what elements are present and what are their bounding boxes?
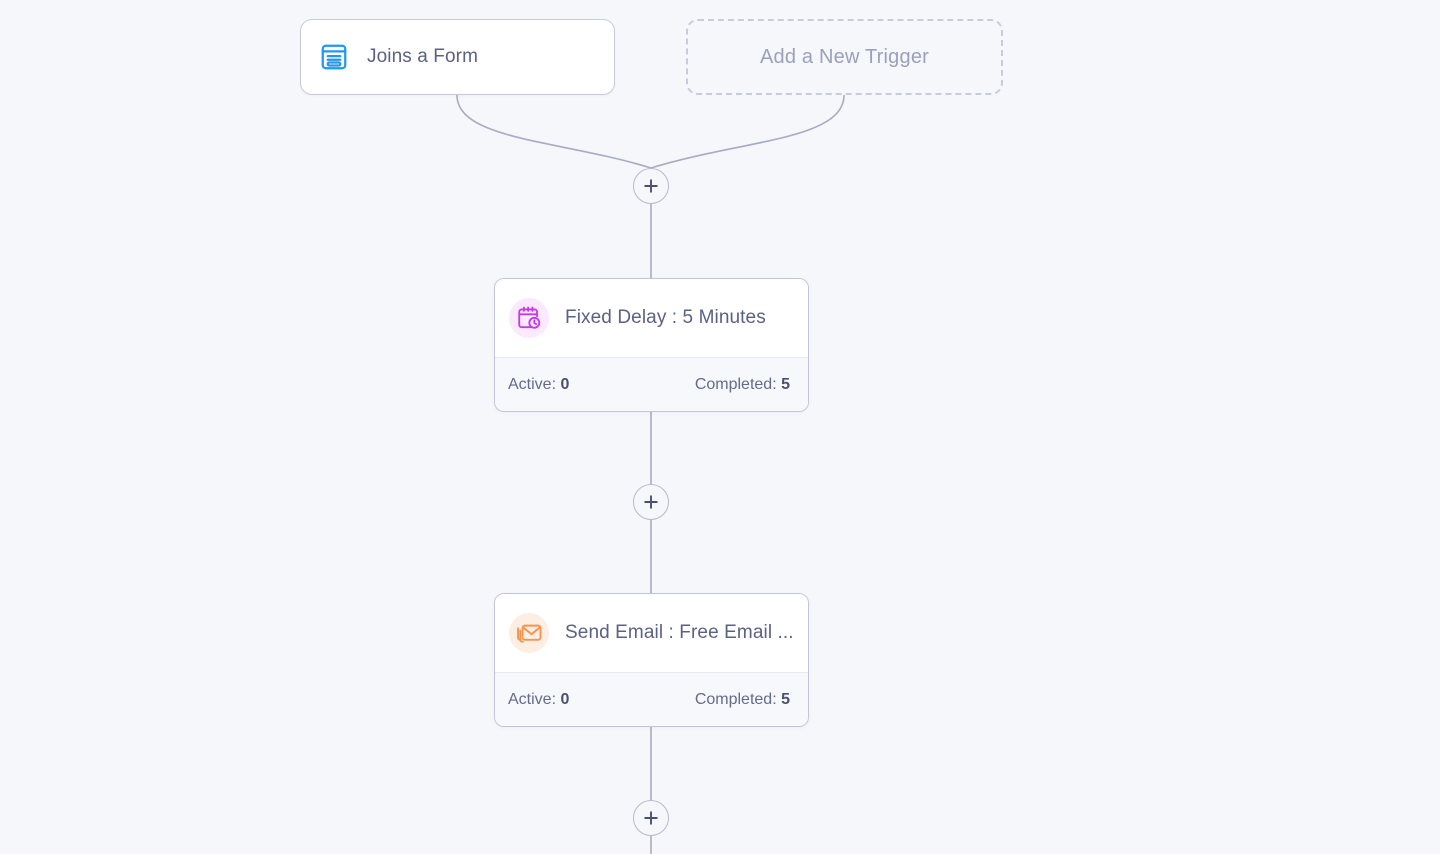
active-value: 0 [560, 691, 570, 708]
active-stat: Active: 0 [508, 691, 569, 709]
plus-icon [644, 179, 658, 193]
completed-stat: Completed: 5 [695, 691, 790, 709]
step-title: Fixed Delay : 5 Minutes [565, 307, 766, 328]
completed-label: Completed: [694, 376, 777, 393]
plus-icon [644, 495, 658, 509]
step-node-send-email[interactable]: Send Email : Free Email ... Active: 0 Co… [494, 593, 809, 727]
step-title: Send Email : Free Email ... [565, 622, 794, 643]
calendar-clock-icon [509, 298, 549, 338]
active-value: 0 [560, 376, 570, 393]
active-stat: Active: 0 [508, 376, 569, 394]
add-new-trigger-label: Add a New Trigger [759, 45, 930, 68]
step-stats: Active: 0 Completed: 5 [495, 357, 808, 411]
connector-form-to-plus1 [456, 94, 652, 169]
envelope-stack-icon [509, 613, 549, 653]
add-step-button-1[interactable] [633, 168, 669, 204]
step-node-fixed-delay[interactable]: Fixed Delay : 5 Minutes Active: 0 Comple… [494, 278, 809, 412]
active-label: Active: [508, 376, 557, 393]
plus-icon [644, 811, 658, 825]
active-label: Active: [508, 691, 557, 708]
step-header: Send Email : Free Email ... [495, 594, 808, 672]
step-header: Fixed Delay : 5 Minutes [495, 279, 808, 357]
trigger-label: Joins a Form [367, 46, 479, 67]
add-step-button-3[interactable] [633, 800, 669, 836]
completed-value: 5 [781, 691, 790, 708]
add-step-button-2[interactable] [633, 484, 669, 520]
form-icon [317, 40, 351, 74]
connector-addtrigger-to-plus1 [650, 94, 845, 169]
completed-value: 5 [781, 376, 790, 393]
trigger-node-joins-a-form[interactable]: Joins a Form [300, 19, 615, 95]
completed-label: Completed: [694, 691, 777, 708]
add-new-trigger-button[interactable]: Add a New Trigger [686, 19, 1003, 95]
step-stats: Active: 0 Completed: 5 [495, 672, 808, 726]
completed-stat: Completed: 5 [695, 376, 790, 394]
